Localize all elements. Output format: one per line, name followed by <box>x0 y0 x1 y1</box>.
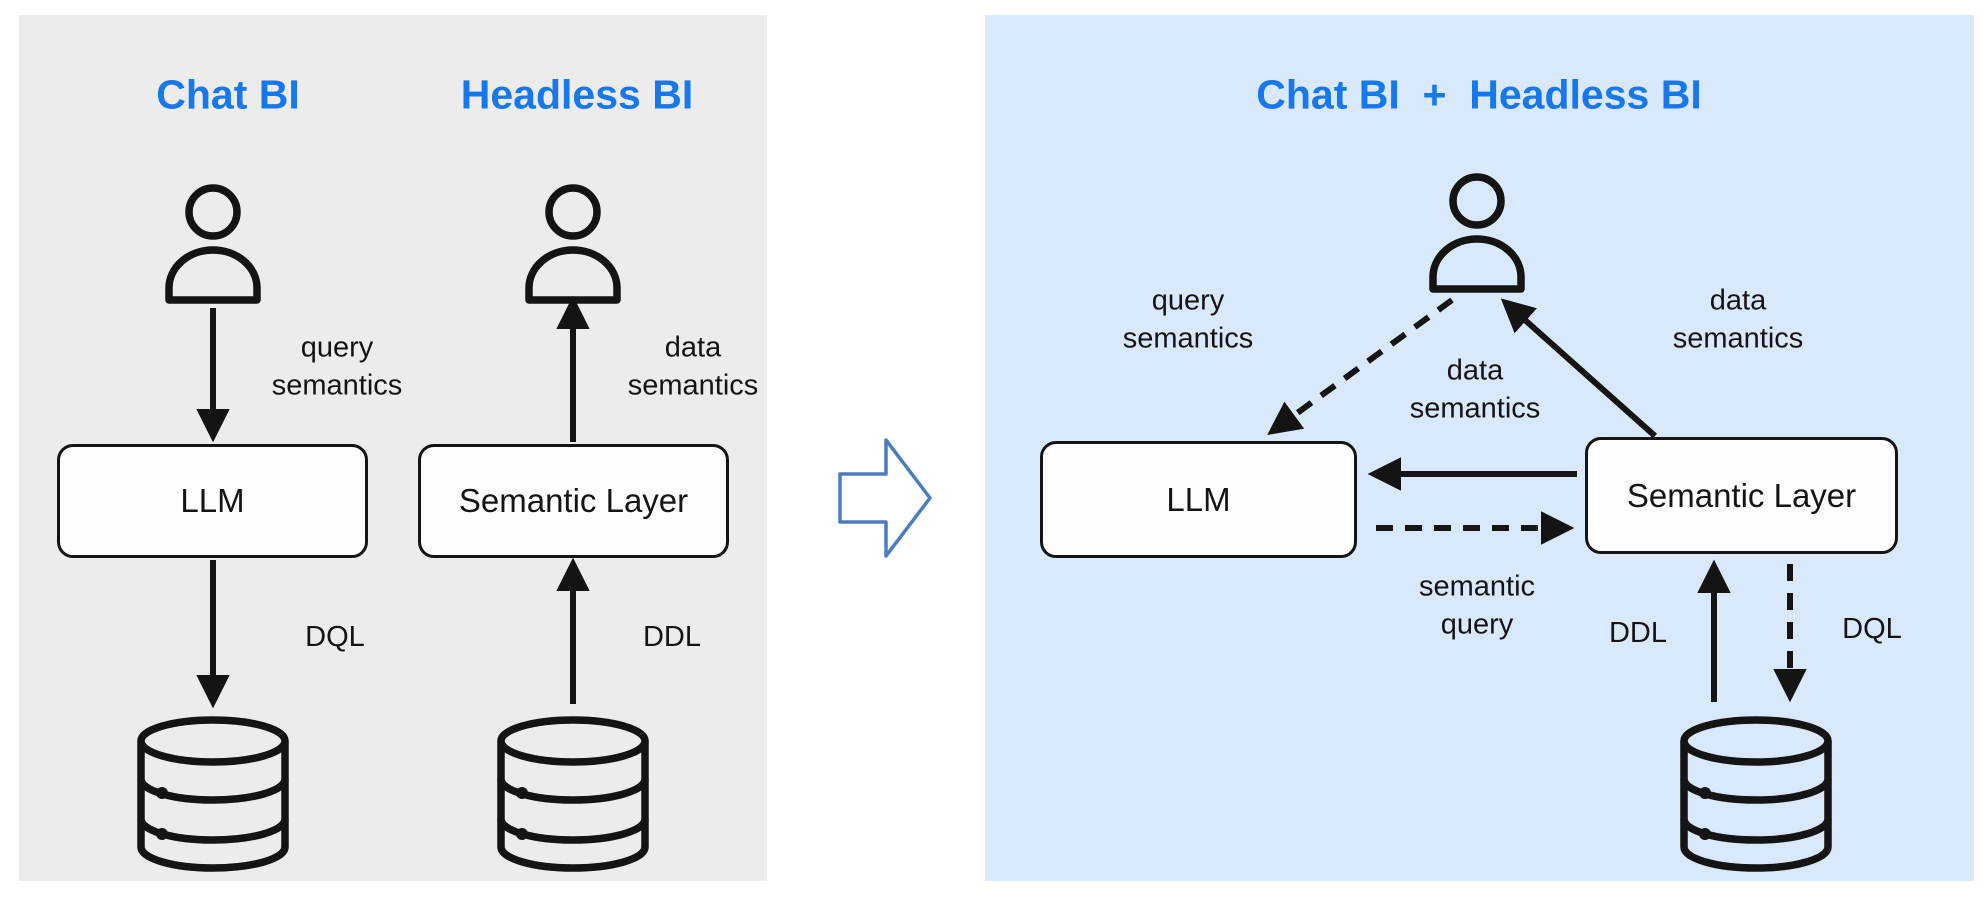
query-semantics-label: query semantics <box>1122 284 1254 354</box>
semantic-query-label: semantic query <box>1418 570 1536 640</box>
semantic-layer-node: Semantic Layer <box>418 444 729 558</box>
combined-title: Chat BI + Headless BI <box>1256 71 1702 118</box>
block-arrow-right-icon <box>838 438 932 558</box>
data-semantics-upper-label: data semantics <box>1672 284 1804 354</box>
semantic-layer-node-label: Semantic Layer <box>1626 476 1857 514</box>
semantic-layer-node: Semantic Layer <box>1585 437 1898 554</box>
semantic-layer-node-label: Semantic Layer <box>458 482 689 519</box>
llm-node-label: LLM <box>180 482 245 519</box>
dql-label: DQL <box>305 621 365 654</box>
dql-label: DQL <box>1842 613 1902 646</box>
llm-node-label: LLM <box>1166 480 1231 518</box>
query-semantics-label: query semantics <box>271 331 403 401</box>
chat-bi-title: Chat BI <box>156 71 300 118</box>
llm-node: LLM <box>57 444 368 558</box>
ddl-label: DDL <box>1608 617 1668 650</box>
ddl-label: DDL <box>642 621 702 654</box>
headless-bi-title: Headless BI <box>460 71 694 118</box>
llm-node: LLM <box>1040 441 1357 558</box>
data-semantics-mid-label: data semantics <box>1409 354 1541 424</box>
data-semantics-label: data semantics <box>627 331 759 401</box>
